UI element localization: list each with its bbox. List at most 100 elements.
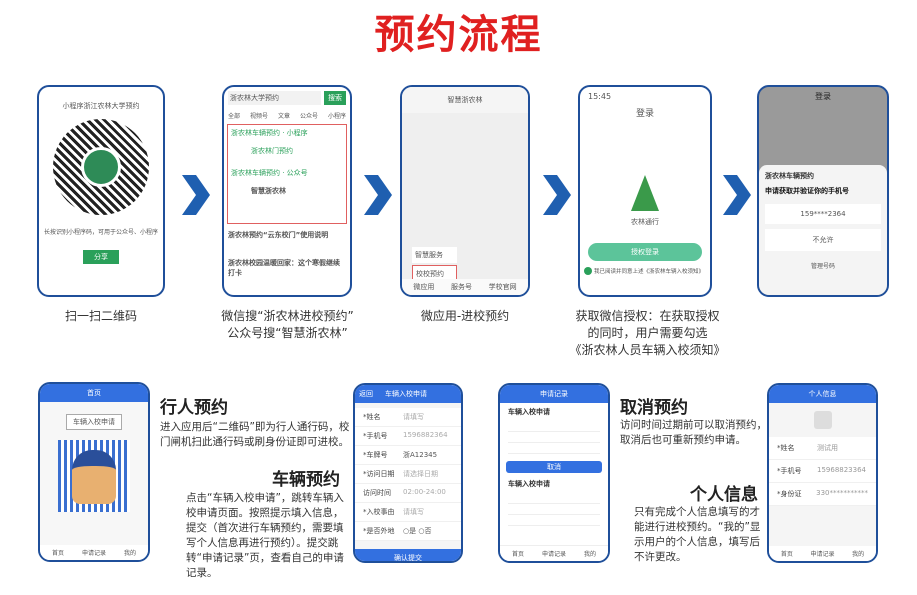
name-value: 测试用: [817, 444, 838, 452]
qr-code-icon: [53, 119, 149, 215]
search-input[interactable]: 浙农林大学预约: [228, 91, 321, 105]
vehicle-heading: 车辆预约: [272, 470, 340, 490]
chevron-right-icon: [182, 175, 210, 215]
result-miniprogram[interactable]: 浙农林门预约: [251, 147, 293, 155]
forest-logo-icon: [631, 175, 659, 211]
phone-home: 首页 车辆入校申请 首页申请记录我的: [38, 382, 150, 562]
tab-website[interactable]: 学校官网: [488, 283, 517, 291]
home-title: 首页: [40, 384, 148, 402]
date-input[interactable]: 请选择日期: [403, 470, 438, 478]
caption-line: 获取微信授权：在获取授权: [575, 309, 720, 323]
qr-header: 小程序浙江农林大学预约: [62, 102, 140, 110]
time-input[interactable]: 02:00-24:00: [403, 488, 446, 496]
record-card-title: 车辆入校申请: [508, 480, 550, 488]
phone-login: 15:45 登录 农林通行 授权登录 我已阅读并同意上述《浙农林车辆入校须知》: [578, 85, 712, 297]
field-label: *是否外地: [363, 527, 395, 535]
form-title: 车辆入校申请: [385, 390, 427, 398]
field-label: *姓名: [777, 444, 795, 452]
phone-input[interactable]: 1596882364: [403, 431, 448, 439]
name-input[interactable]: 请填写: [403, 413, 424, 421]
deny-button[interactable]: 不允许: [765, 229, 881, 251]
step3-caption: 微应用-进校预约: [420, 309, 510, 323]
article-1[interactable]: 浙农林预约“云东校门”使用说明: [228, 231, 329, 239]
phone-wechat-search: 浙农林大学预约 搜索 全部 视频号 文章 公众号 小程序 浙农林车辆预约 · 小程序 浙…: [222, 85, 352, 297]
chevron-right-icon: [543, 175, 571, 215]
avatar: [813, 411, 832, 429]
field-label: *访问日期: [363, 470, 395, 478]
manage-numbers-link[interactable]: 管理号码: [810, 263, 835, 270]
tab-service[interactable]: 服务号: [450, 283, 472, 291]
tab-micro-app[interactable]: 微应用: [413, 283, 435, 291]
phone-micro-app: 智慧浙农林 智慧服务 校校预约 微应用服务号学校官网: [400, 85, 530, 297]
result1-section: 浙农林车辆预约 · 小程序: [231, 129, 308, 137]
agree-checkbox[interactable]: [584, 267, 592, 275]
app-title: 智慧浙农林: [402, 87, 528, 113]
menu-item[interactable]: 智慧服务: [412, 247, 457, 263]
chevron-right-icon: [723, 175, 751, 215]
auth-app-name: 浙农林车辆预约: [765, 172, 814, 180]
vehicle-apply-button[interactable]: 车辆入校申请: [66, 414, 122, 430]
phone-records: 申请记录 车辆入校申请 取消 车辆入校申请 首页申请记录我的: [498, 383, 610, 563]
record-card-title: 车辆入校申请: [508, 408, 550, 416]
pass-qr-code-icon: [58, 440, 130, 512]
caption-line: 公众号搜“智慧浙农林”: [227, 326, 348, 340]
phone-qr-code: 小程序浙江农林大学预约 长按识别小程序码，可用于公众号、小程序 分享: [37, 85, 165, 297]
nav-mine[interactable]: 我的: [583, 551, 596, 558]
nav-records[interactable]: 申请记录: [81, 550, 106, 557]
login-title: 登录: [635, 109, 654, 119]
field-label: *姓名: [363, 413, 381, 421]
caption-line: 《浙农林人员车辆入校须知》: [569, 343, 726, 357]
phone-number-option[interactable]: 159****2364: [765, 204, 881, 224]
reason-input[interactable]: 请填写: [403, 508, 424, 516]
nav-home[interactable]: 首页: [780, 551, 793, 558]
result-official-account[interactable]: 智慧浙农林: [251, 187, 286, 195]
field-label: *身份证: [777, 490, 802, 498]
page-title: 预约流程: [374, 12, 543, 58]
field-label: *手机号: [363, 432, 388, 440]
pedestrian-text: 进入应用后“二维码”即为行人通行码，校门闸机扫此通行码或刷身份证即可进校。: [160, 421, 350, 448]
article-2[interactable]: 浙农林校园温暖回家：这个寒假继续打卡: [228, 259, 340, 277]
chevron-right-icon: [364, 175, 392, 215]
nav-mine[interactable]: 我的: [123, 550, 136, 557]
back-button[interactable]: 返回: [359, 390, 373, 398]
profile-title: 个人信息: [769, 385, 876, 403]
step4-caption: 获取微信授权：在获取授权 的同时，用户需要勾选 《浙农林人员车辆入校须知》: [555, 308, 740, 359]
caption-line: 微信搜“浙农林进校预约”: [221, 309, 354, 323]
tab-official[interactable]: 公众号: [299, 113, 318, 120]
agree-text: 我已阅读并同意上述《浙农林车辆入校须知》: [594, 269, 705, 275]
phone-phone-auth: 登录 浙农林车辆预约 申请获取并验证你的手机号 159****2364 不允许 …: [757, 85, 889, 297]
tab-video[interactable]: 视频号: [249, 113, 268, 120]
tab-article[interactable]: 文章: [277, 113, 290, 120]
field-label: *车牌号: [363, 451, 388, 459]
nonlocal-radio[interactable]: ○是 ○否: [403, 527, 432, 535]
share-button[interactable]: 分享: [83, 250, 119, 264]
cancel-heading: 取消预约: [620, 398, 688, 418]
profile-text: 只有完成个人信息填写的才能进行进校预约。“我的”显示用户的个人信息，填写后不许更…: [634, 506, 761, 563]
field-label: *手机号: [777, 467, 802, 475]
nav-home[interactable]: 首页: [51, 550, 64, 557]
cancel-reservation-button[interactable]: 取消: [506, 461, 602, 473]
search-button[interactable]: 搜索: [324, 91, 346, 105]
result2-section: 浙农林车辆预约 · 公众号: [231, 169, 308, 177]
records-title: 申请记录: [500, 385, 608, 403]
authorize-login-button[interactable]: 授权登录: [588, 243, 702, 261]
nav-home[interactable]: 首页: [511, 551, 524, 558]
auth-title: 登录: [815, 92, 831, 101]
submit-button[interactable]: 确认提交: [355, 549, 461, 561]
nav-records[interactable]: 申请记录: [541, 551, 566, 558]
step1-caption: 扫一扫二维码: [64, 309, 137, 323]
app-name: 农林通行: [631, 218, 659, 226]
status-time: 15:45: [588, 92, 612, 101]
step2-caption: 微信搜“浙农林进校预约” 公众号搜“智慧浙农林”: [200, 308, 375, 342]
qr-footer: 长按识别小程序码，可用于公众号、小程序: [43, 229, 158, 236]
nav-mine[interactable]: 我的: [852, 551, 865, 558]
profile-heading: 个人信息: [690, 485, 758, 505]
plate-input[interactable]: 浙A12345: [403, 451, 438, 459]
tab-all[interactable]: 全部: [228, 113, 241, 120]
tab-miniprogram[interactable]: 小程序: [327, 113, 346, 120]
phone-value: 15968823364: [817, 466, 866, 474]
field-label: *入校事由: [363, 508, 395, 516]
nav-records[interactable]: 申请记录: [810, 551, 835, 558]
